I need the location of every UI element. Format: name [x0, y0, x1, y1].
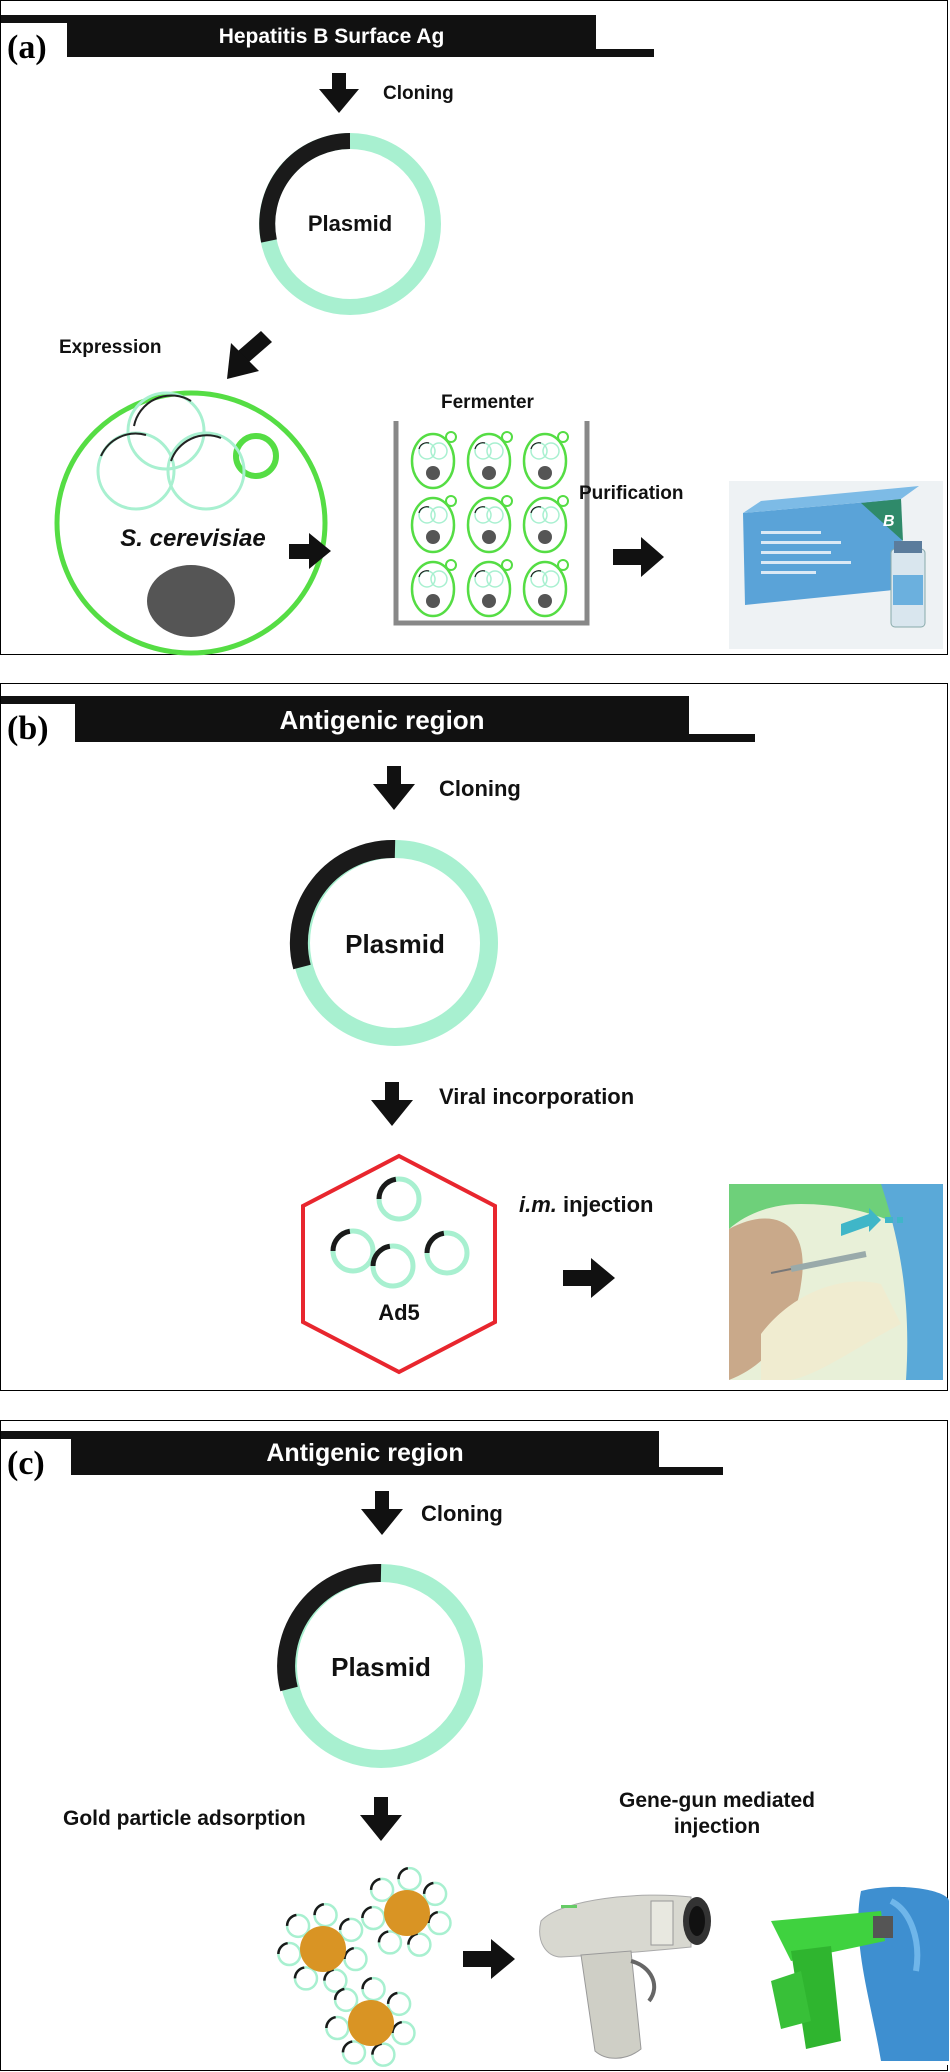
adenovirus-capsid	[301, 1153, 497, 1375]
gene-bar-main	[67, 15, 596, 57]
step-label-injection: i.m. injection	[519, 1192, 653, 1218]
step-label-viral-incorporation: Viral incorporation	[439, 1084, 635, 1109]
gene-bar-tail-left	[1, 15, 67, 23]
gene-title: Antigenic region	[266, 1439, 464, 1467]
panel-b-graphics	[289, 766, 943, 1380]
step-label-cloning: Cloning	[439, 776, 521, 801]
fermenter-yeast-cell	[410, 431, 457, 490]
yeast-cell	[54, 390, 328, 656]
adsorbed-plasmid	[323, 1968, 348, 1993]
panel-a: Hepatitis B Surface Ag (a)	[0, 0, 948, 656]
adsorbed-plasmid	[427, 1910, 452, 1936]
down-arrow	[360, 1797, 402, 1841]
gene-gun-application-photo	[765, 1886, 949, 2065]
step-label-cloning: Cloning	[383, 83, 454, 104]
panel-b: Antigenic region (b)	[0, 683, 948, 1391]
gene-gun-device	[539, 1894, 711, 2059]
fermenter-label: Fermenter	[441, 392, 534, 413]
adsorbed-plasmid	[338, 1917, 364, 1943]
injection-word: injection	[563, 1192, 654, 1217]
vector-label: Ad5	[378, 1300, 420, 1325]
panel-letter: (a)	[7, 29, 47, 66]
gene-bar-tail-left	[1, 1431, 71, 1439]
adsorbed-plasmid	[285, 1913, 311, 1939]
fermenter-yeast-cell	[522, 495, 569, 554]
adsorbed-plasmid	[343, 1946, 368, 1972]
gene-bar-tail-right	[596, 49, 654, 57]
panel-c-graphics	[277, 1491, 949, 2067]
injection-photo	[729, 1184, 943, 1380]
adsorbed-plasmid	[277, 1941, 302, 1967]
fermenter-yeast-cell	[522, 431, 569, 490]
adsorbed-plasmid	[361, 1976, 386, 2002]
plasmid-ring	[277, 1563, 483, 1768]
gold-particle	[300, 1926, 346, 1972]
panel-letter: (c)	[7, 1445, 45, 1482]
adsorbed-plasmid	[391, 2020, 416, 2046]
adsorbed-plasmid	[422, 1881, 448, 1907]
gene-bar-tail-left	[1, 696, 75, 704]
plasmid-ring	[259, 133, 441, 315]
gene-title: Antigenic region	[279, 705, 485, 735]
panel-a-graphics: B	[54, 73, 943, 656]
fermenter-tank	[393, 421, 590, 626]
adsorbed-plasmid	[369, 1877, 395, 1903]
capsid-plasmid	[370, 1243, 416, 1289]
step-label-cloning: Cloning	[421, 1501, 503, 1526]
plasmid-ring	[289, 839, 498, 1046]
down-arrow	[319, 73, 359, 113]
step-label-gene-gun-line2: injection	[673, 1815, 761, 1838]
adsorbed-plasmid	[361, 1905, 386, 1931]
panel-letter: (b)	[7, 710, 49, 747]
down-arrow	[373, 766, 415, 810]
adsorbed-plasmid	[371, 2042, 396, 2067]
capsid-plasmid	[376, 1176, 422, 1222]
step-label-expression: Expression	[59, 337, 162, 358]
fermenter-yeast-cell	[466, 495, 513, 554]
gene-title: Hepatitis B Surface Ag	[218, 25, 445, 48]
adsorbed-plasmid	[325, 2015, 350, 2041]
vaccine-product: B	[729, 481, 943, 649]
adsorbed-plasmid	[293, 1966, 319, 1991]
capsid-plasmid	[330, 1228, 376, 1274]
step-label-purification: Purification	[579, 483, 684, 504]
step-label-gold-adsorption: Gold particle adsorption	[63, 1807, 306, 1830]
gold-particles	[277, 1866, 452, 2067]
step-label-gene-gun-line1: Gene-gun mediated	[618, 1789, 816, 1812]
host-label: S. cerevisiae	[120, 525, 266, 552]
fermenter-yeast-cell	[410, 559, 457, 618]
gold-particle	[384, 1890, 430, 1936]
adsorbed-plasmid	[377, 1930, 403, 1955]
gene-bar-tail-right	[689, 734, 755, 742]
plasmid-label: Plasmid	[307, 211, 393, 236]
down-arrow	[371, 1082, 413, 1126]
capsid-plasmid	[424, 1230, 470, 1276]
fermenter-yeast-cell	[466, 559, 513, 618]
adsorbed-plasmid	[397, 1866, 422, 1892]
adsorbed-plasmid	[386, 1991, 412, 2017]
right-arrow	[613, 537, 664, 577]
plasmid-label: Plasmid	[331, 1652, 431, 1682]
fermenter-yeast-cell	[522, 559, 569, 618]
down-arrow	[361, 1491, 403, 1535]
right-arrow	[289, 533, 331, 569]
vial-letter: B	[883, 513, 895, 530]
injection-route: i.m.	[519, 1192, 557, 1217]
gold-particle	[348, 2000, 394, 2046]
fermenter-yeast-cell	[466, 431, 513, 490]
panel-c: Antigenic region (c)	[0, 1420, 949, 2071]
right-arrow	[563, 1258, 615, 1298]
right-arrow	[463, 1939, 515, 1979]
gene-bar-main	[75, 696, 689, 742]
gene-bar-main	[71, 1431, 659, 1475]
diagonal-arrow	[227, 331, 272, 379]
plasmid-label: Plasmid	[345, 929, 445, 959]
adsorbed-plasmid	[341, 2040, 367, 2065]
gene-bar-tail-right	[659, 1467, 723, 1475]
adsorbed-plasmid	[313, 1902, 338, 1928]
adsorbed-plasmid	[333, 1987, 359, 2013]
adsorbed-plasmid	[407, 1932, 432, 1957]
fermenter-yeast-cell	[410, 495, 457, 554]
